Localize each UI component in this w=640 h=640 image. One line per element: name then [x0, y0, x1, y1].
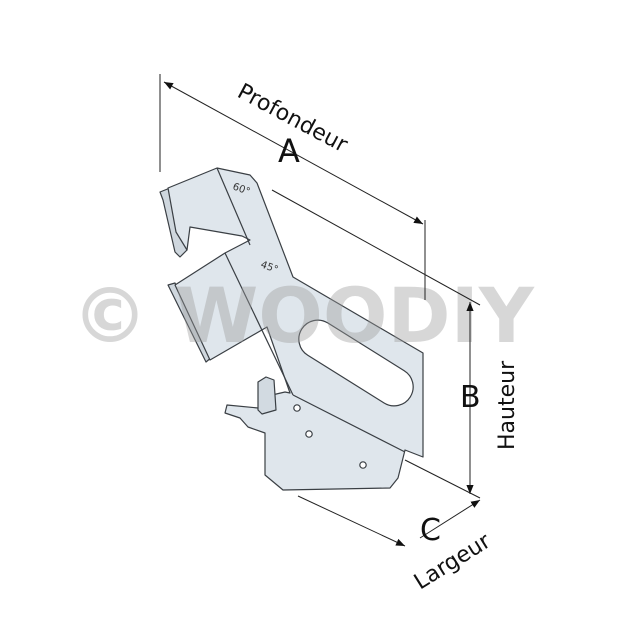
slot: [298, 319, 414, 407]
bend-line: [292, 394, 406, 453]
watermark: © WOODIY: [72, 271, 535, 360]
dimension-b-label: Hauteur: [495, 360, 520, 450]
hole: [305, 430, 313, 438]
dimension-b: [404, 302, 481, 499]
vertical-tab: [257, 376, 277, 415]
main-plate: [167, 167, 424, 491]
dimension-b-letter: B: [460, 380, 481, 415]
metal-bracket: [159, 167, 424, 491]
hole: [293, 404, 301, 412]
dimension-c: [297, 495, 481, 547]
dimension-a-letter: A: [278, 132, 300, 170]
hole: [359, 461, 367, 469]
dimension-c-letter: C: [420, 513, 441, 548]
dimension-a: [159, 74, 481, 306]
bend-line: [224, 252, 294, 396]
